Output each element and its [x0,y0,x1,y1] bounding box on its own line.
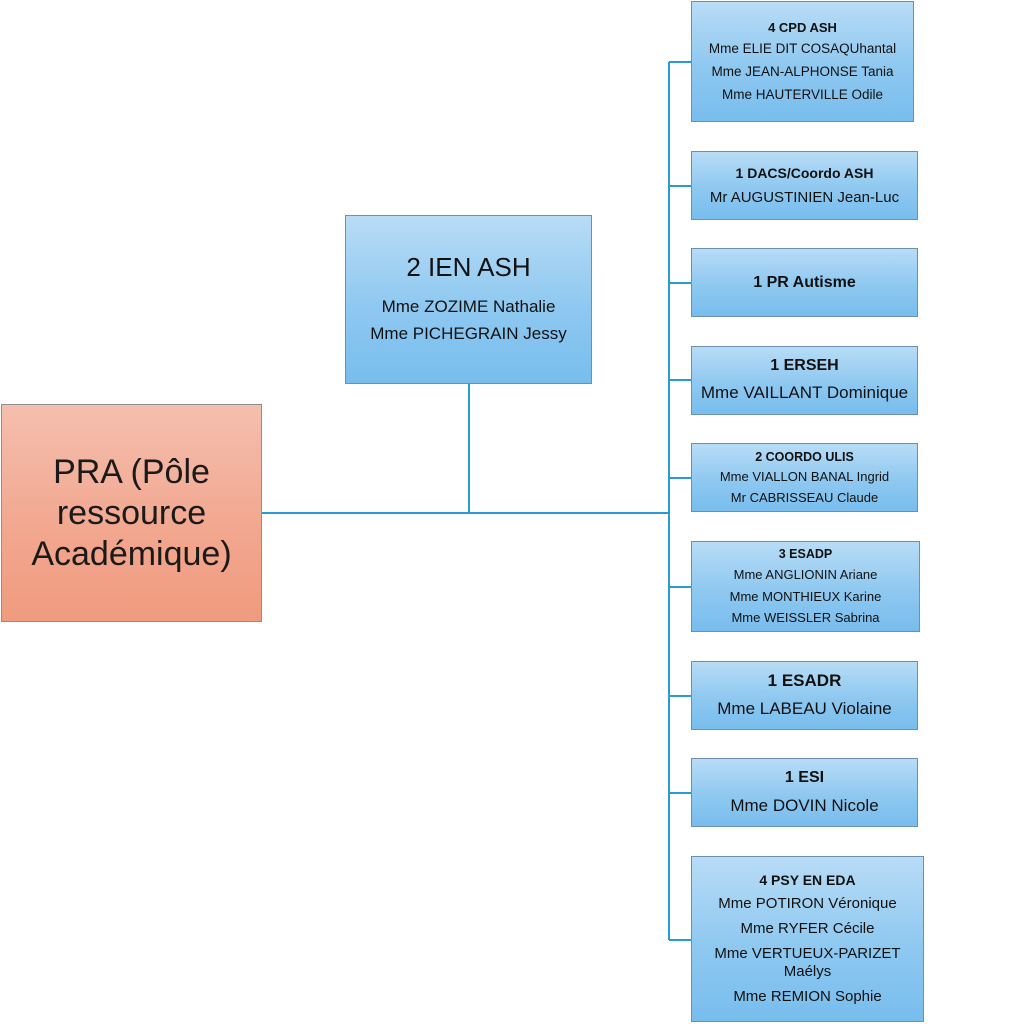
node-psy-en-eda: 4 PSY EN EDA Mme POTIRON Véronique Mme R… [691,856,924,1022]
node-dacs-coordo-ash: 1 DACS/Coordo ASH Mr AUGUSTINIEN Jean-Lu… [691,151,918,220]
node-member: Mr AUGUSTINIEN Jean-Luc [709,188,900,206]
node-esadr: 1 ESADR Mme LABEAU Violaine [691,661,918,730]
node-coordo-ulis: 2 COORDO ULIS Mme VIALLON BANAL Ingrid M… [691,443,918,512]
node-title: 1 PR Autisme [753,273,856,291]
root-node-pra: PRA (Pôle ressource Académique) [1,404,262,622]
node-title: 1 ERSEH [770,357,839,375]
node-title: 2 COORDO ULIS [755,449,854,464]
node-member: Mme LABEAU Violaine [717,699,892,719]
node-member: Mme DOVIN Nicole [730,795,879,815]
node-title: 4 PSY EN EDA [759,872,856,888]
node-member: Mme ZOZIME Nathalie [381,297,556,316]
node-member: Mme RYFER Cécile [740,920,875,937]
node-member: Mme POTIRON Véronique [718,895,897,912]
node-erseh: 1 ERSEH Mme VAILLANT Dominique [691,346,918,415]
node-member: Mme VAILLANT Dominique [700,383,909,403]
node-member: Mme HAUTERVILLE Odile [721,87,884,103]
node-pr-autisme: 1 PR Autisme [691,248,918,317]
node-member: Mme ANGLIONIN Ariane [733,567,878,583]
node-esadp: 3 ESADP Mme ANGLIONIN Ariane Mme MONTHIE… [691,541,920,632]
node-ien-ash: 2 IEN ASH Mme ZOZIME Nathalie Mme PICHEG… [345,215,592,384]
node-member: Mme ELIE DIT COSAQUhantal [708,40,897,56]
node-member: Mme JEAN-ALPHONSE Tania [711,63,894,79]
node-member: Mr CABRISSEAU Claude [730,489,879,505]
node-cpd-ash: 4 CPD ASH Mme ELIE DIT COSAQUhantal Mme … [691,1,914,122]
node-title: 3 ESADP [778,547,833,562]
node-member: Mme WEISSLER Sabrina [731,610,880,626]
node-member: Mme PICHEGRAIN Jessy [370,324,567,343]
node-member: Mme VIALLON BANAL Ingrid [719,468,890,484]
node-title: 1 DACS/Coordo ASH [735,164,874,181]
node-member: Mme MONTHIEUX Karine [729,588,882,604]
node-title: 4 CPD ASH [768,19,837,35]
node-title: 1 ESI [784,768,825,786]
node-title: 2 IEN ASH [406,252,531,282]
node-esi: 1 ESI Mme DOVIN Nicole [691,758,918,827]
node-member: Mme REMION Sophie [733,988,882,1005]
node-member: Mme VERTUEUX-PARIZET Maélys [714,945,901,980]
root-label: PRA (Pôle ressource Académique) [31,452,232,573]
node-title: 1 ESADR [767,671,842,691]
